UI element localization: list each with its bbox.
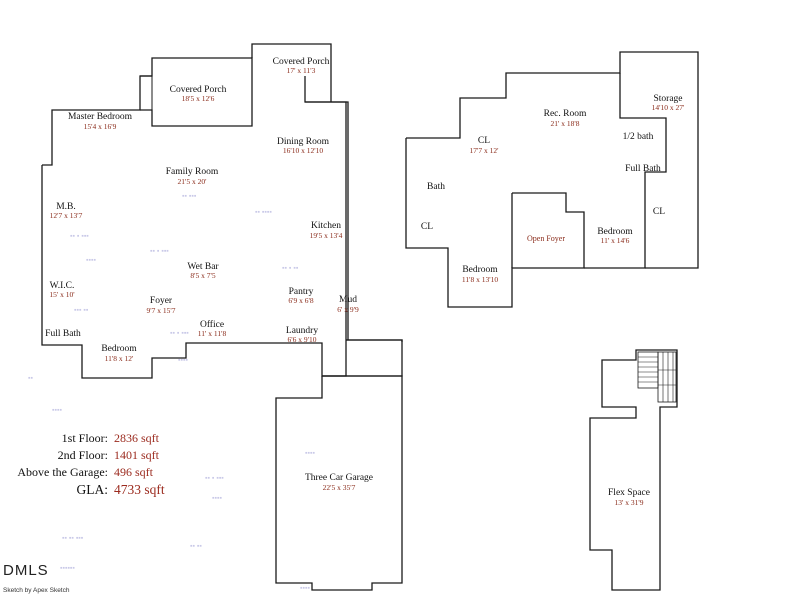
flex-space-labels: Flex Space 13' x 31'9: [608, 488, 650, 507]
room-dims-foyer: 9'7 x 15'7: [147, 306, 176, 315]
summary-label-above-garage: Above the Garage:: [17, 465, 108, 479]
svg-text:▪▪ ▪▪▪▪: ▪▪ ▪▪▪▪: [255, 209, 272, 216]
svg-text:▪▪ ▪ ▪▪: ▪▪ ▪ ▪▪: [282, 265, 299, 272]
svg-text:▪▪▪▪: ▪▪▪▪: [52, 407, 62, 414]
room-name-bedroom-1: Bedroom: [101, 344, 137, 354]
room-dims-wet-bar: 8'5 x 7'5: [190, 271, 215, 280]
room-name-covered-porch-1: Covered Porch: [170, 85, 227, 95]
svg-text:▪▪▪▪: ▪▪▪▪: [300, 585, 310, 592]
room-name-cl-1: CL: [478, 136, 490, 146]
room-name-master-bedroom: Master Bedroom: [68, 112, 133, 122]
room-dims-bedroom-3: 11'8 x 13'10: [462, 275, 498, 284]
room-dims-pantry: 6'9 x 6'8: [288, 296, 313, 305]
room-name-garage: Three Car Garage: [305, 473, 373, 483]
room-name-bedroom-3: Bedroom: [462, 265, 498, 275]
room-name-full-bath: Full Bath: [45, 329, 81, 339]
room-dims-rec-room: 21' x 18'8: [551, 119, 580, 128]
room-dims-mud: 6' x 9'9: [337, 305, 359, 314]
svg-text:▪▪ ▪ ▪▪▪: ▪▪ ▪ ▪▪▪: [150, 248, 169, 255]
room-dims-covered-porch-1: 18'5 x 12'6: [182, 94, 215, 103]
room-name-open-foyer: Open Foyer: [527, 234, 565, 243]
room-name-mud: Mud: [339, 295, 357, 305]
room-dims-dining-room: 16'10 x 12'10: [283, 146, 323, 155]
svg-text:▪▪▪▪▪▪: ▪▪▪▪▪▪: [60, 565, 75, 572]
flex-space-walls: [589, 349, 678, 591]
room-dims-wic: 15' x 10': [49, 290, 75, 299]
room-name-family-room: Family Room: [166, 167, 219, 177]
room-name-office: Office: [200, 319, 224, 330]
room-dims-mb: 12'7 x 13'7: [50, 211, 83, 220]
summary-value-gla: 4733 sqft: [114, 482, 165, 497]
svg-text:▪▪▪▪: ▪▪▪▪: [212, 495, 222, 502]
room-name-storage: Storage: [653, 94, 682, 104]
summary-value-above-garage: 496 sqft: [114, 465, 154, 479]
room-name-kitchen: Kitchen: [311, 221, 341, 231]
svg-text:▪▪: ▪▪: [28, 375, 33, 382]
svg-text:▪▪ ▪▪ ▪▪▪: ▪▪ ▪▪ ▪▪▪: [62, 535, 84, 542]
room-name-full-bath-2: Full Bath: [625, 164, 661, 174]
svg-text:▪▪ ▪ ▪▪▪: ▪▪ ▪ ▪▪▪: [170, 330, 189, 337]
svg-text:▪▪ ▪▪: ▪▪ ▪▪: [190, 543, 202, 550]
room-name-cl-3: CL: [421, 222, 433, 232]
second-floor-walls: [405, 51, 699, 308]
area-summary: 1st Floor: 2836 sqft 2nd Floor: 1401 sqf…: [17, 431, 165, 497]
room-dims-bedroom-2: 11' x 14'6: [601, 236, 630, 245]
summary-label-2nd-floor: 2nd Floor:: [58, 448, 108, 462]
room-dims-covered-porch-2: 17' x 11'3: [287, 66, 316, 75]
room-name-laundry: Laundry: [286, 326, 318, 336]
room-dims-bedroom-1: 11'8 x 12': [105, 354, 134, 363]
room-dims-cl-1: 17'7 x 12': [470, 146, 500, 155]
room-name-wic: W.I.C.: [50, 281, 75, 291]
dmls-logo: DMLS: [3, 562, 49, 579]
room-name-covered-porch-2: Covered Porch: [273, 57, 330, 67]
svg-text:▪▪ ▪ ▪▪▪: ▪▪ ▪ ▪▪▪: [205, 475, 224, 482]
room-dims-master-bedroom: 15'4 x 16'9: [84, 122, 117, 131]
summary-value-1st-floor: 2836 sqft: [114, 431, 160, 445]
room-name-rec-room: Rec. Room: [544, 109, 587, 119]
sketch-credit: Sketch by Apex Sketch: [3, 587, 70, 594]
room-dims-flex-space: 13' x 31'9: [615, 498, 644, 507]
room-name-bath: Bath: [427, 182, 445, 192]
room-dims-kitchen: 19'5 x 13'4: [310, 231, 343, 240]
room-name-foyer: Foyer: [150, 296, 173, 306]
svg-text:▪▪▪ ▪▪: ▪▪▪ ▪▪: [74, 307, 89, 314]
summary-value-2nd-floor: 1401 sqft: [114, 448, 160, 462]
room-name-wet-bar: Wet Bar: [187, 262, 219, 272]
room-dims-garage: 22'5 x 35'7: [323, 483, 356, 492]
room-name-half-bath: 1/2 bath: [623, 132, 654, 142]
second-floor-labels: Storage 14'10 x 27' Rec. Room 21' x 18'8…: [421, 94, 685, 284]
summary-label-1st-floor: 1st Floor:: [62, 431, 108, 445]
branding: DMLS Sketch by Apex Sketch: [3, 562, 70, 594]
room-name-mb: M.B.: [56, 202, 76, 212]
svg-text:▪▪ ▪ ▪▪▪: ▪▪ ▪ ▪▪▪: [70, 233, 89, 240]
summary-label-gla: GLA:: [77, 482, 109, 497]
room-name-pantry: Pantry: [289, 287, 314, 297]
room-dims-storage: 14'10 x 27': [652, 103, 685, 112]
first-floor-labels: Covered Porch 18'5 x 12'6 Covered Porch …: [45, 57, 373, 492]
svg-text:▪▪ ▪▪▪: ▪▪ ▪▪▪: [182, 193, 197, 200]
room-dims-office: 11' x 11'8: [198, 329, 227, 338]
room-name-dining-room: Dining Room: [277, 137, 330, 147]
room-name-cl-2: CL: [653, 207, 665, 217]
room-dims-laundry: 6'6 x 9'10: [288, 335, 317, 344]
room-dims-family-room: 21'5 x 20': [178, 177, 208, 186]
room-name-bedroom-2: Bedroom: [597, 227, 633, 237]
room-name-flex-space: Flex Space: [608, 488, 650, 498]
svg-text:▪▪▪▪: ▪▪▪▪: [178, 357, 188, 364]
stairs-icon: [637, 351, 677, 403]
svg-text:▪▪▪▪: ▪▪▪▪: [305, 450, 315, 457]
watermark-remnants: ▪▪ ▪▪▪ ▪▪ ▪▪▪▪ ▪▪ ▪ ▪▪▪ ▪▪ ▪ ▪▪▪ ▪▪▪▪ ▪▪…: [28, 193, 315, 592]
svg-text:▪▪▪▪: ▪▪▪▪: [86, 257, 96, 264]
first-floor-walls: [41, 43, 403, 591]
